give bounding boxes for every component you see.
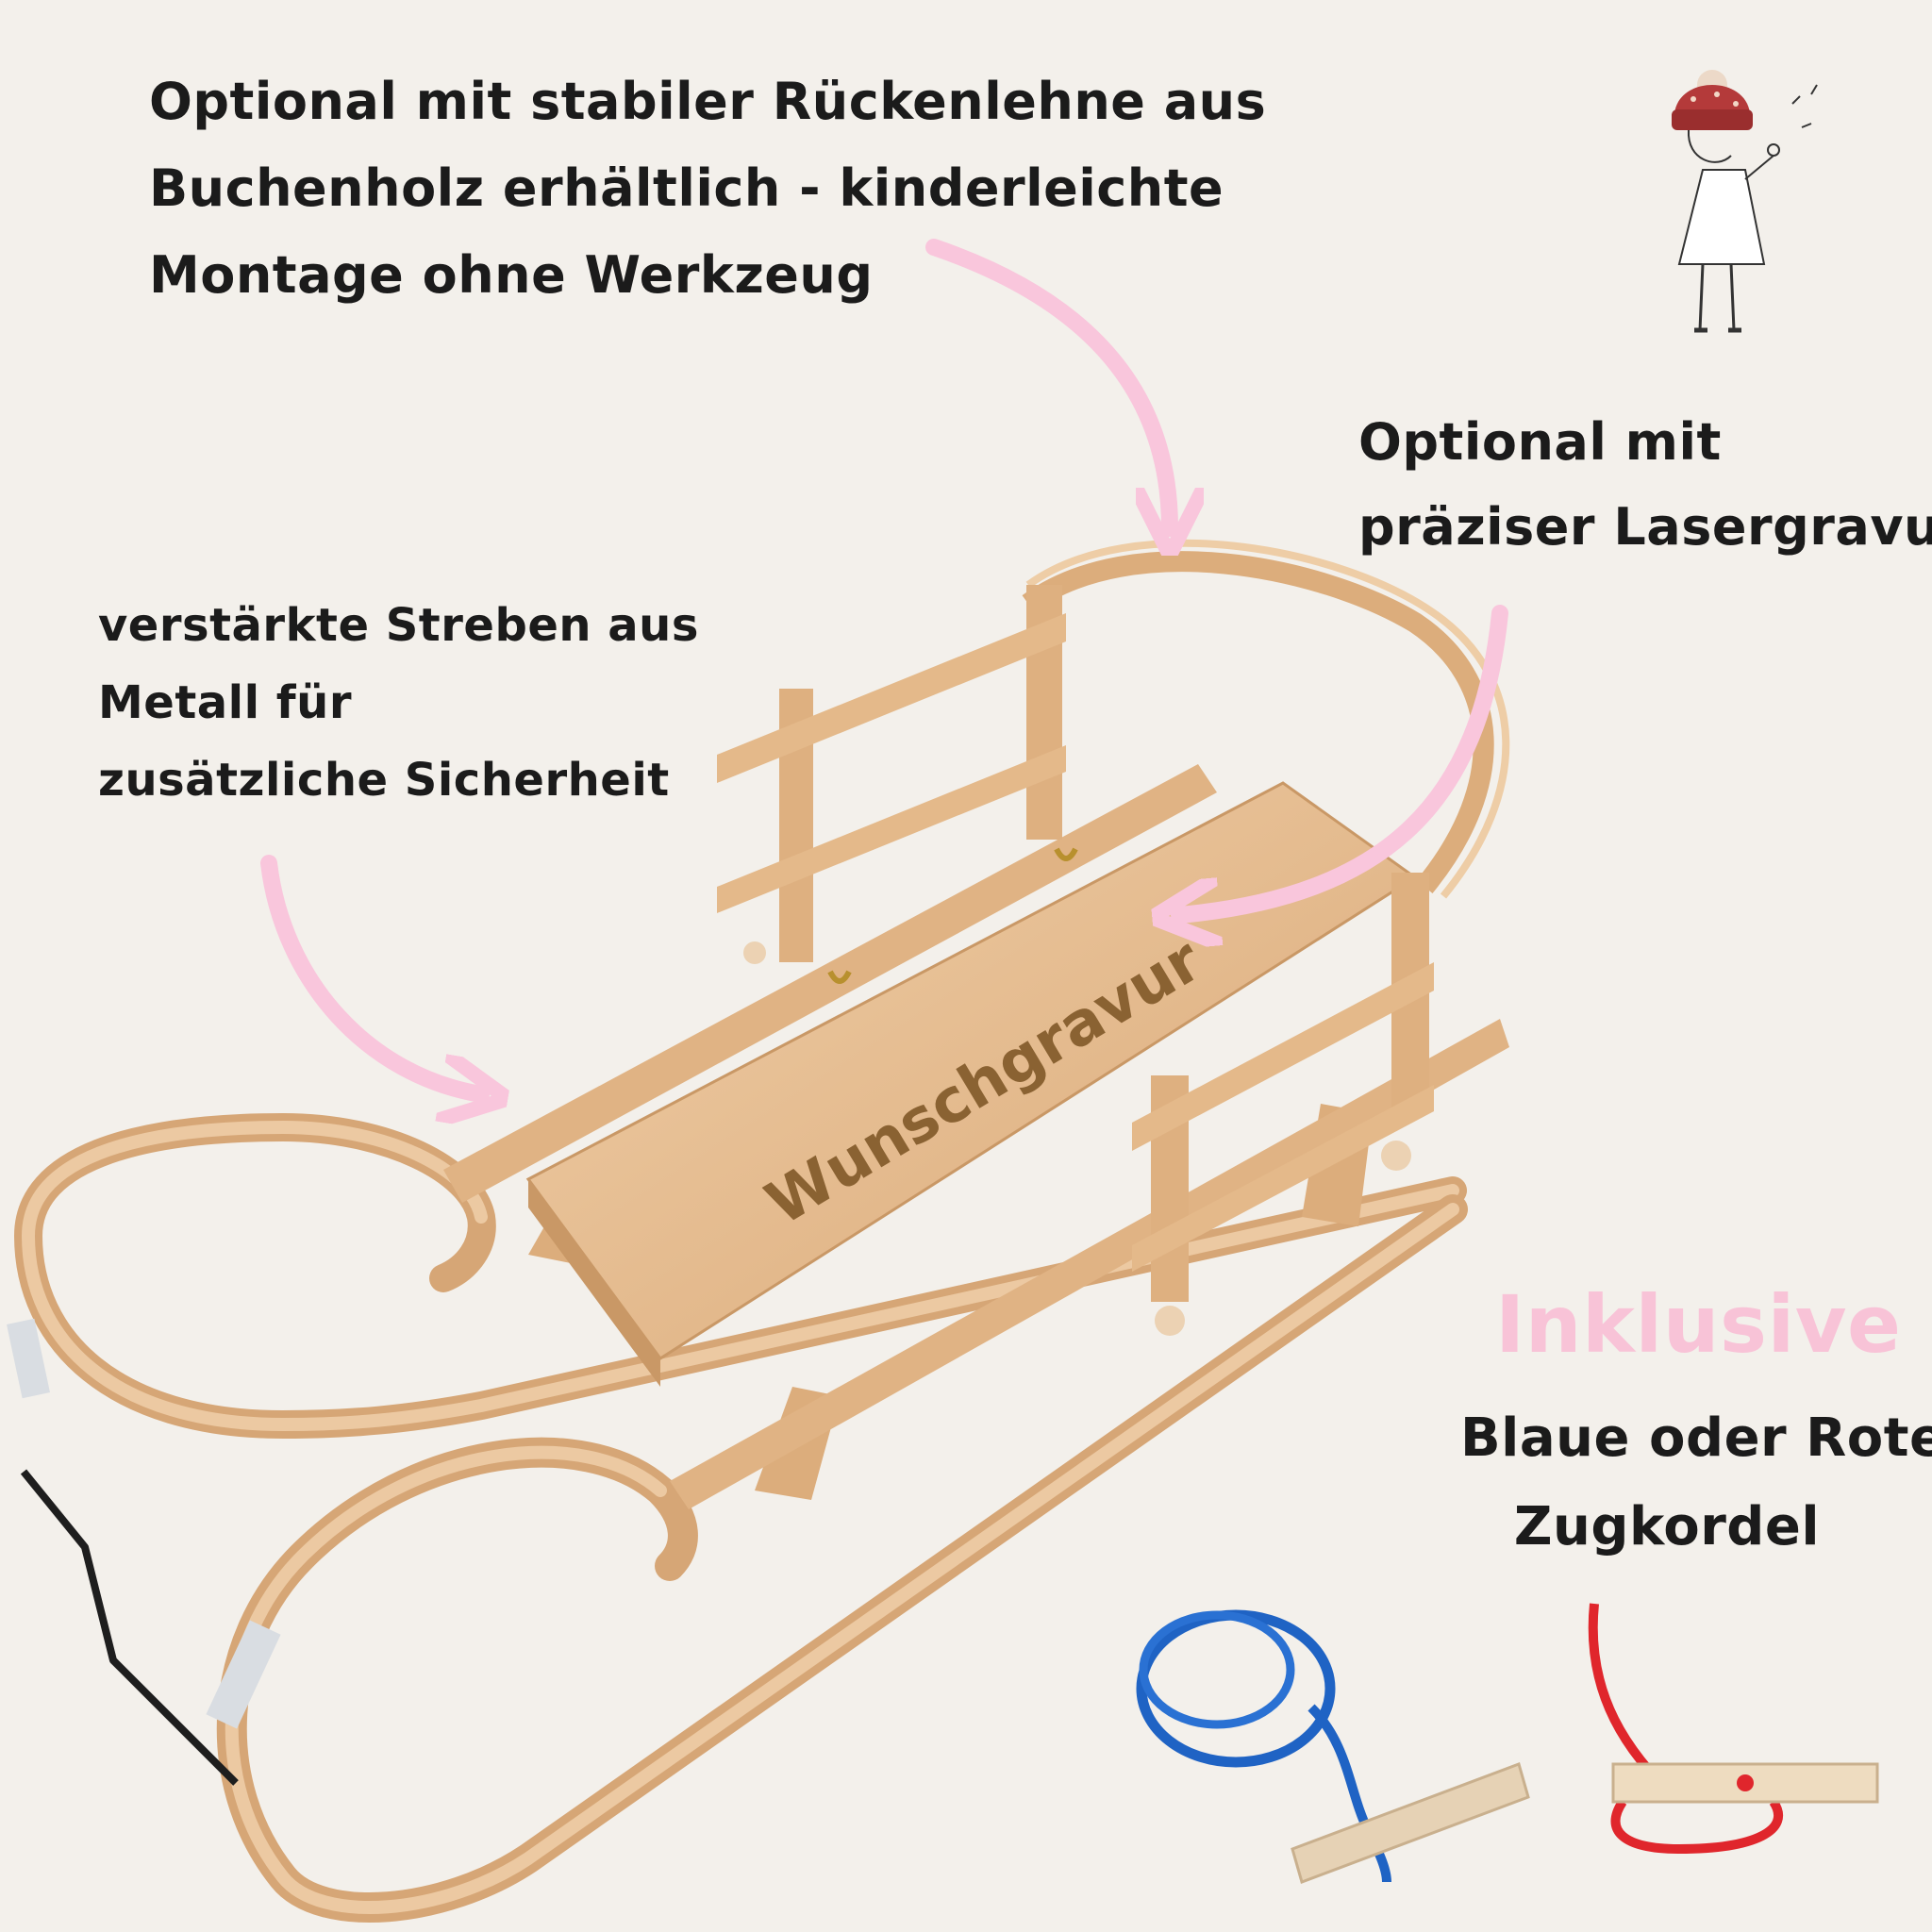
backrest-annotation-line: Optional mit stabiler Rückenlehne aus bbox=[149, 72, 1267, 131]
backrest bbox=[717, 539, 1510, 1336]
struts-annotation-line: verstärkte Streben aus bbox=[98, 599, 699, 652]
red-pull-cord bbox=[1588, 1603, 1879, 1855]
included-cord-text: Blaue oder Rote Zugkordel bbox=[1460, 1394, 1932, 1572]
arrow-to-engraving bbox=[1179, 605, 1508, 915]
struts-annotation-line: zusätzliche Sicherheit bbox=[98, 754, 670, 807]
struts-annotation-line: Metall für bbox=[98, 676, 352, 729]
metal-guard bbox=[206, 1620, 281, 1729]
metal-guard bbox=[7, 1318, 50, 1399]
arrow-to-backrest bbox=[925, 239, 1170, 528]
girl-with-dandelion-icon bbox=[1672, 70, 1818, 333]
backrest-annotation-line: Montage ohne Werkzeug bbox=[149, 245, 874, 305]
included-heading: Inklusive bbox=[1495, 1278, 1902, 1371]
arrow-to-struts bbox=[260, 855, 481, 1094]
laser-annotation: Optional mit präziser Lasergravur bbox=[1358, 400, 1932, 570]
included-cord-line: Zugkordel bbox=[1513, 1496, 1821, 1557]
laser-annotation-line: präziser Lasergravur bbox=[1358, 497, 1932, 557]
backrest-annotation: Optional mit stabiler Rückenlehne aus Bu… bbox=[149, 58, 1266, 319]
laser-annotation-line: Optional mit bbox=[1358, 412, 1722, 472]
included-cord-line: Blaue oder Rote bbox=[1460, 1407, 1932, 1469]
annotation-arrows bbox=[260, 239, 1508, 1094]
struts-annotation: verstärkte Streben aus Metall für zusätz… bbox=[98, 587, 699, 819]
blue-pull-cord bbox=[1136, 1609, 1530, 1884]
side-rail-left bbox=[443, 764, 1217, 1203]
backrest-annotation-line: Buchenholz erhältlich - kinderleichte bbox=[149, 158, 1224, 218]
side-rail-right bbox=[670, 1019, 1509, 1509]
